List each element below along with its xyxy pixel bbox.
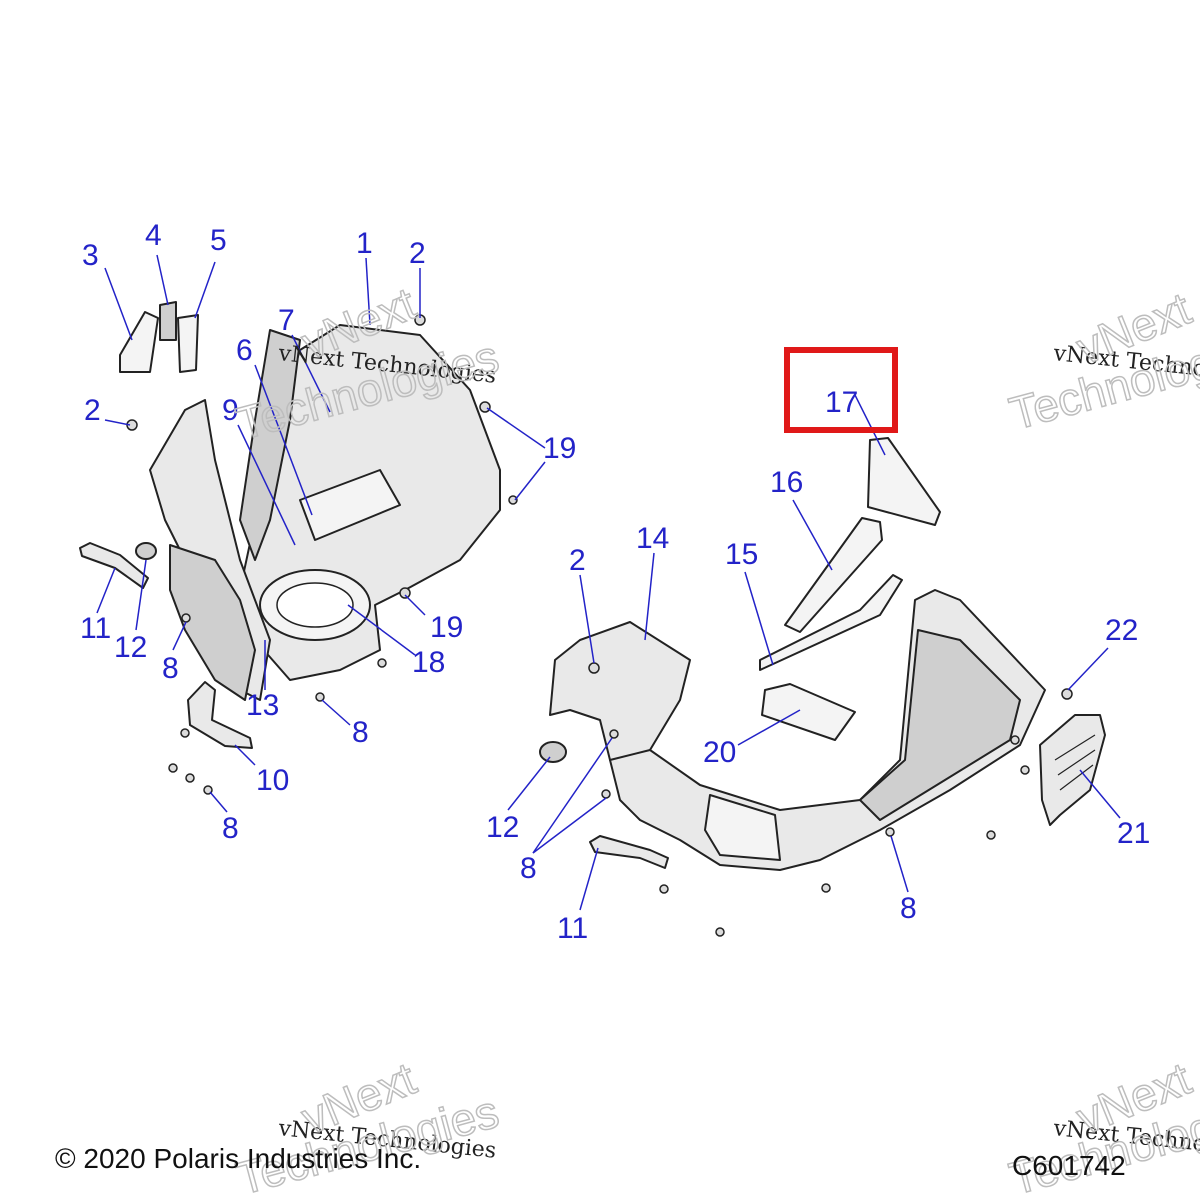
part-foam-15: [759, 574, 903, 671]
bolt: [1020, 765, 1030, 775]
part-grommet-12-left: [135, 542, 157, 560]
callout-8: 8: [900, 892, 917, 925]
callout-11: 11: [80, 612, 111, 645]
callout-13: 13: [246, 689, 279, 722]
callout-16: 16: [770, 466, 803, 499]
part-rear-pocket: [704, 794, 781, 861]
part-grommet-12-right: [539, 741, 567, 763]
part-pad-20: [761, 683, 856, 741]
part-foam-3: [119, 311, 159, 373]
callout-2: 2: [569, 544, 586, 577]
callout-2: 2: [409, 237, 426, 270]
bolt: [659, 884, 669, 894]
part-bracket-10: [187, 681, 253, 749]
callout-5: 5: [210, 224, 227, 257]
copyright-notice: © 2020 Polaris Industries Inc.: [55, 1143, 421, 1174]
callout-9: 9: [222, 394, 239, 427]
callout-17: 17: [825, 386, 858, 419]
callout-20: 20: [703, 736, 736, 769]
callout-4: 4: [145, 219, 162, 252]
part-foam-16: [784, 517, 883, 633]
callout-12: 12: [114, 631, 147, 664]
bolt: [377, 658, 387, 668]
bolt: [885, 827, 895, 837]
diagram-code: C601742: [1012, 1150, 1126, 1181]
callout-15: 15: [725, 538, 758, 571]
bolt: [715, 927, 725, 937]
bolt: [986, 830, 996, 840]
callout-8: 8: [222, 812, 239, 845]
part-side-wall: [239, 329, 301, 561]
bolt: [1010, 735, 1020, 745]
part-foam-17: [867, 437, 941, 526]
bolt: [601, 789, 611, 799]
part-cover-21: [1039, 714, 1106, 826]
callout-19: 19: [430, 611, 463, 644]
bolt: [180, 728, 190, 738]
part-fill-ring-inner: [276, 582, 354, 628]
bolt: [1061, 688, 1073, 700]
bolt: [508, 495, 518, 505]
callout-8: 8: [352, 716, 369, 749]
callout-8: 8: [520, 852, 537, 885]
callout-21: 21: [1117, 817, 1150, 850]
bolt: [315, 692, 325, 702]
callout-22: 22: [1105, 614, 1138, 647]
bolt: [479, 401, 491, 413]
bolt: [588, 662, 600, 674]
leader-lines: [96, 254, 1121, 911]
callout-19: 19: [543, 432, 576, 465]
part-handle-11-left: [79, 542, 149, 589]
bolt: [168, 763, 178, 773]
part-foam-5: [177, 314, 199, 373]
part-handle-11-right: [589, 835, 669, 869]
callout-2: 2: [84, 394, 101, 427]
callout-18: 18: [412, 646, 445, 679]
part-cover-21-fin: [1054, 734, 1096, 791]
left-assembly: [79, 301, 518, 795]
callout-6: 6: [236, 334, 253, 367]
right-assembly: [539, 437, 1106, 937]
callout-1: 1: [356, 227, 373, 260]
callout-7: 7: [278, 304, 295, 337]
callout-14: 14: [636, 522, 669, 555]
bolt: [185, 773, 195, 783]
highlight-box: [784, 347, 898, 433]
part-lower-body-shade: [859, 629, 1021, 821]
callout-10: 10: [256, 764, 289, 797]
callout-3: 3: [82, 239, 99, 272]
bolt: [609, 729, 619, 739]
bolt: [821, 883, 831, 893]
part-foam-4: [159, 301, 177, 341]
part-side-panel-14: [549, 621, 691, 781]
part-front-lower: [169, 544, 256, 701]
callout-8: 8: [162, 652, 179, 685]
bolt: [399, 587, 411, 599]
bolt: [181, 613, 191, 623]
callout-11: 11: [557, 912, 588, 945]
callouts: 1 2 2 2 3 4 5 6 7 8 8 8 8 8 9 10 11 11 1…: [80, 219, 1150, 945]
part-floor-pad-left: [299, 469, 401, 541]
callout-12: 12: [486, 811, 519, 844]
